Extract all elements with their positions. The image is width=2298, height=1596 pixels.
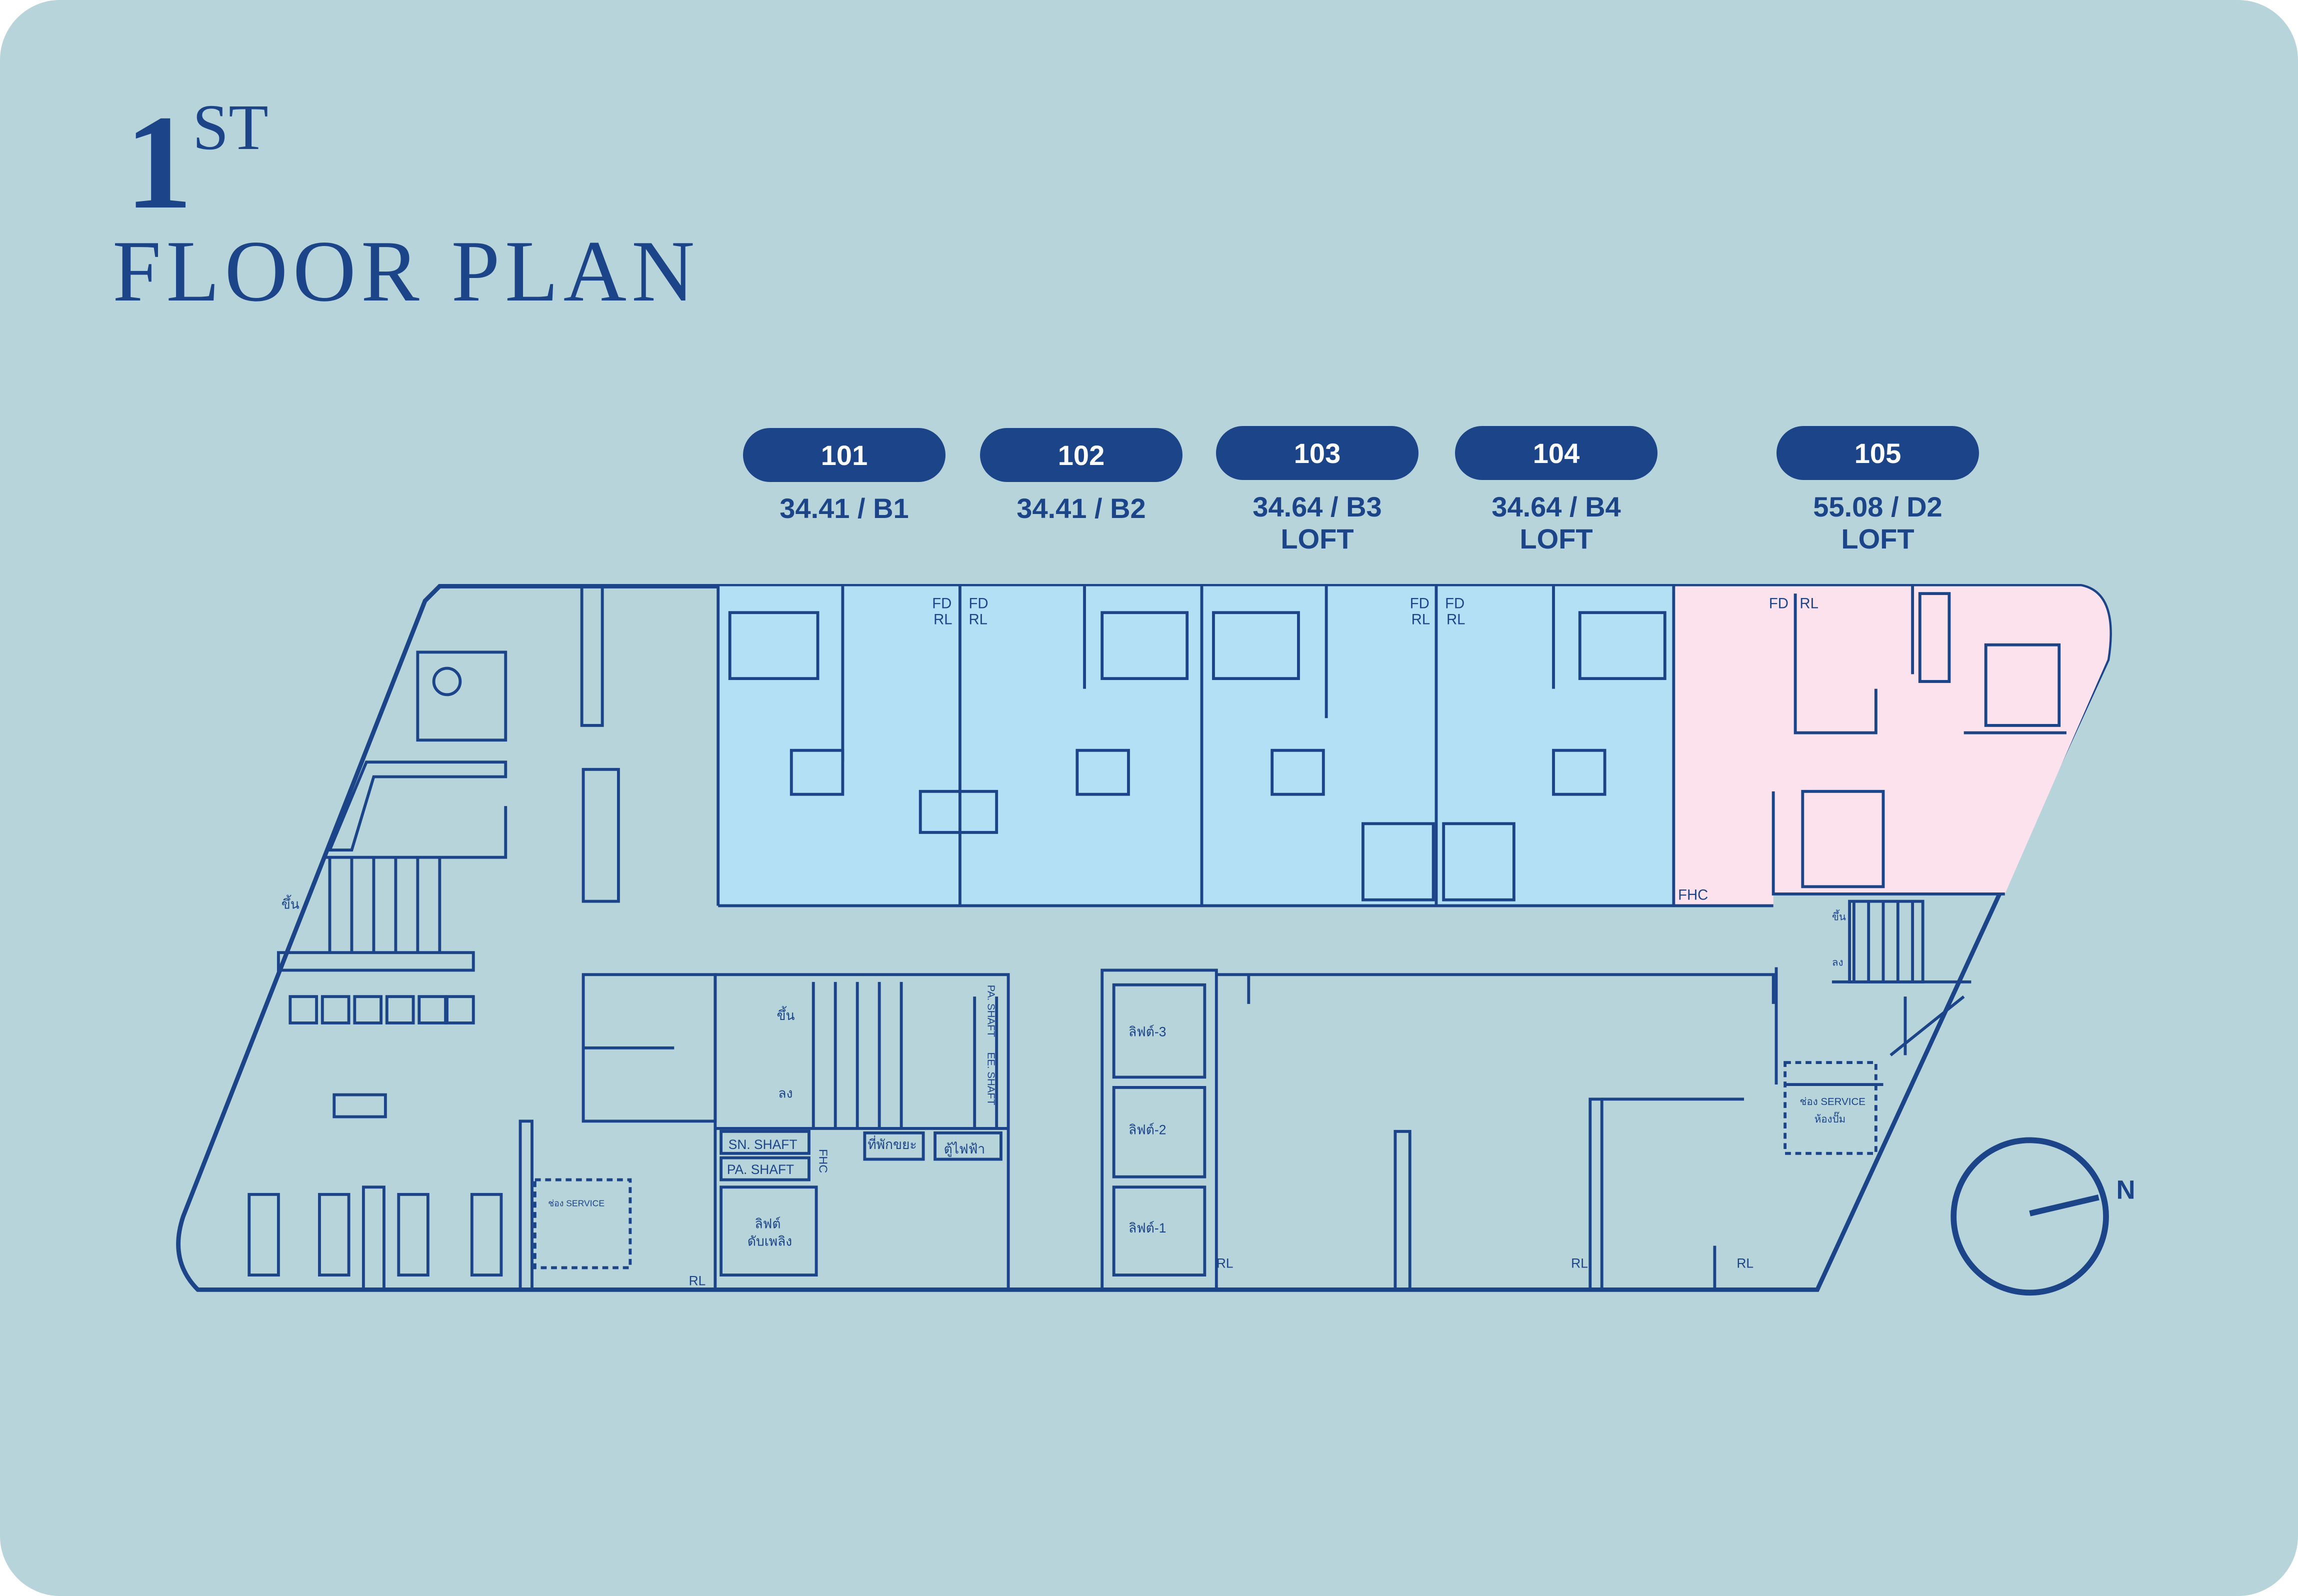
label-fhc-105: FHC	[1678, 887, 1708, 904]
label-lift-2: ลิฟต์-2	[1128, 1122, 1166, 1138]
unit-105-area-type: 55.08 / D2	[1813, 491, 1942, 522]
label-pa-shaft: PA. SHAFT	[727, 1162, 794, 1177]
label-garbage-room: ที่พักขยะ	[868, 1136, 916, 1152]
label-rl-103: RL	[1412, 612, 1430, 628]
label-electric-cabinet: ตู้ไฟฟ้า	[944, 1142, 986, 1157]
label-stair-down: ลง	[778, 1086, 792, 1100]
north-compass: N	[1950, 1137, 2136, 1296]
label-fd-102: FD	[968, 595, 988, 612]
label-rl-lift: RL	[1216, 1256, 1234, 1270]
label-lift-1: ลิฟต์-1	[1128, 1220, 1166, 1236]
label-pump-room: ห้องปั๊ม	[1814, 1112, 1846, 1125]
unit-102-area[interactable]	[960, 586, 1202, 906]
unit-103-loft: LOFT	[1280, 523, 1354, 554]
label-rl-right: RL	[1736, 1256, 1754, 1270]
label-sn-shaft: SN. SHAFT	[728, 1137, 798, 1152]
label-service-shaft: ช่อง SERVICE	[1800, 1096, 1866, 1108]
label-fd-103: FD	[1410, 595, 1430, 612]
compass-north-label: N	[2116, 1176, 2136, 1205]
unit-101-area[interactable]	[718, 586, 960, 906]
label-rl-105: RL	[1800, 595, 1818, 612]
unit-105-loft: LOFT	[1841, 523, 1914, 554]
page-title: FLOOR PLAN	[112, 222, 700, 320]
unit-101-area-type: 34.41 / B1	[780, 492, 909, 524]
unit-103-area-type: 34.64 / B3	[1252, 491, 1382, 522]
label-fd-101: FD	[932, 595, 952, 612]
unit-101-badge[interactable]: 101	[743, 428, 946, 482]
label-fd-104: FD	[1445, 595, 1464, 612]
label-service-shaft-left: ช่อง SERVICE	[548, 1198, 604, 1208]
label-stair-up: ขึ้น	[776, 1006, 794, 1023]
unit-105-area[interactable]	[1674, 586, 2110, 906]
label-fire-lift-1: ลิฟต์	[755, 1216, 781, 1231]
label-rl-102: RL	[968, 612, 987, 628]
unit-102-badge[interactable]: 102	[980, 428, 1182, 482]
label-fd-105: FD	[1769, 595, 1788, 612]
unit-103-badge[interactable]: 103	[1216, 426, 1418, 480]
unit-104-badge[interactable]: 104	[1455, 426, 1658, 480]
unit-104-area-type: 34.64 / B4	[1492, 491, 1621, 522]
label-rl-101: RL	[934, 612, 952, 628]
label-lift-3: ลิฟต์-3	[1128, 1024, 1166, 1039]
unit-102-area-type: 34.41 / B2	[1016, 492, 1146, 524]
label-pa-shaft-vertical: PA. SHAFT	[986, 985, 997, 1038]
unit-104-loft: LOFT	[1520, 523, 1593, 554]
title-floor-number: 1	[125, 88, 192, 237]
label-rl-104: RL	[1446, 612, 1465, 628]
label-stair-up-left: ขึ้น	[282, 894, 300, 912]
compass-needle-icon	[2029, 1194, 2100, 1216]
label-stair-up-right: ขึ้น	[1832, 910, 1846, 923]
label-fhc-core: FHC	[816, 1149, 830, 1173]
title-superscript: ST	[192, 92, 268, 164]
compass-circle-icon	[1950, 1137, 2109, 1296]
unit-103-area[interactable]	[1202, 586, 1436, 906]
label-ee-shaft: EE. SHAFT	[986, 1052, 997, 1106]
label-rl-mid: RL	[1571, 1256, 1588, 1270]
label-rl-core-left: RL	[689, 1274, 706, 1288]
unit-105-badge[interactable]: 105	[1776, 426, 1979, 480]
label-stair-down-right: ลง	[1832, 957, 1844, 968]
label-fire-lift-2: ดับเพลิง	[748, 1234, 792, 1248]
